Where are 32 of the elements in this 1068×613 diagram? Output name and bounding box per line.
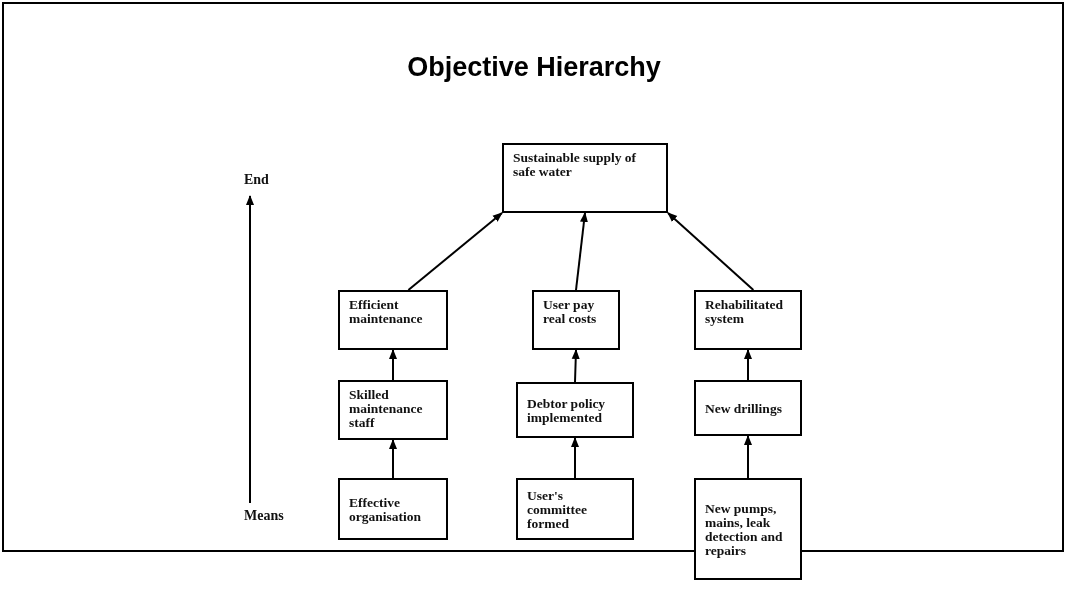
arrow [744,349,752,381]
objective-text: New drillings [705,401,782,417]
objective-text: User's committee formed [527,488,588,532]
objective-text: Debtor policy implemented [527,396,607,426]
arrow [575,212,588,291]
objective-text: Rehabilitated system [705,298,784,327]
objective-box [694,380,802,436]
objective-text: Skilled maintenance staff [349,388,424,431]
arrow [571,349,580,383]
objective-text: Sustainable supply of safe water [513,151,638,180]
objective-box [338,380,448,440]
objective-box [502,143,668,213]
objective-text: User pay real costs [543,298,598,327]
arrow [667,212,755,291]
arrow [744,435,752,479]
title: Objective Hierarchy [406,52,662,83]
objective-box [516,382,634,438]
arrow [407,212,503,291]
objective-box [516,478,634,540]
arrow [389,439,397,479]
objective-text: Effective organisation [349,495,422,525]
objective-box [532,290,620,350]
objective-box [694,478,802,580]
axis-label: End [244,172,269,188]
objective-text: Efficient maintenance [349,298,424,327]
arrow [389,349,397,381]
objective-box [338,478,448,540]
objective-box [338,290,448,350]
objective-text: New pumps, mains, leak detection and repairs [705,501,784,559]
arrow [571,437,579,479]
objective-box [694,290,802,350]
axis-label: Means [244,508,284,524]
